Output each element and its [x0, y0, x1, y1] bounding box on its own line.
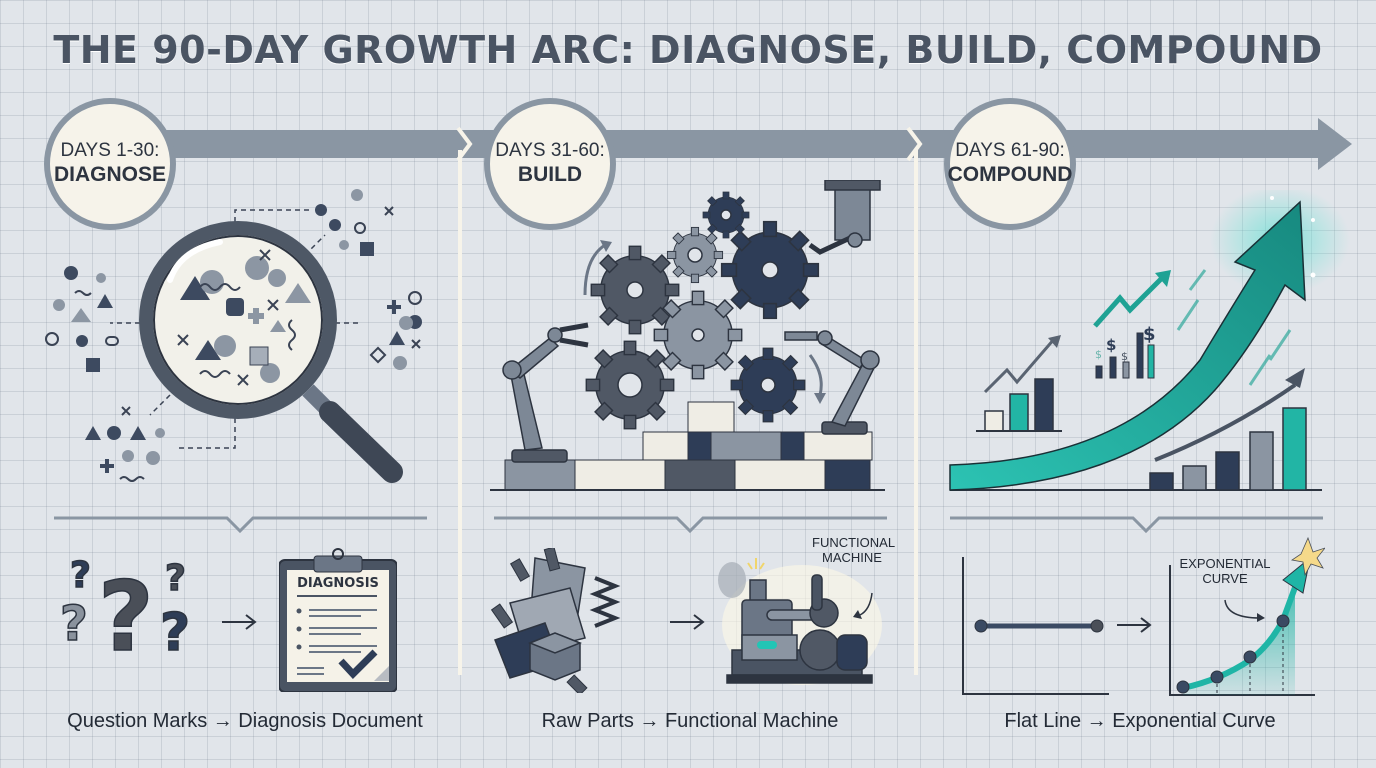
caption-build: Raw Parts → Functional Machine	[541, 710, 839, 732]
column-divider	[458, 150, 462, 675]
annotation-line: CURVE	[1202, 571, 1248, 586]
machine-annotation: FUNCTIONAL MACHINE	[812, 535, 896, 565]
question-marks-icon: ? ? ? ? ?	[60, 555, 191, 665]
phase-name: COMPOUND	[947, 163, 1073, 186]
section-separator	[950, 516, 1323, 534]
phase-badge-diagnose: DAYS 1-30: DIAGNOSE	[44, 98, 176, 230]
phase-name: DIAGNOSE	[53, 163, 166, 186]
gears-assembly-icon	[490, 180, 885, 491]
arrow-right-icon	[1117, 617, 1152, 633]
functional-machine-icon	[718, 558, 882, 685]
section-separator	[54, 516, 427, 534]
svg-text:?: ?	[60, 596, 88, 652]
svg-text:$: $	[1121, 350, 1128, 363]
arrow-right-icon	[222, 614, 257, 630]
raw-parts-icon	[490, 548, 621, 693]
magnifying-glass-icon	[45, 189, 422, 483]
phase-badge-compound: DAYS 61-90: COMPOUND	[944, 98, 1076, 230]
annotation-line: FUNCTIONAL	[812, 535, 896, 550]
svg-text:$: $	[1095, 348, 1102, 361]
flat-line-chart-icon	[962, 557, 1109, 695]
annotation-line: MACHINE	[822, 550, 882, 565]
phase-days: DAYS 61-90:	[955, 140, 1065, 161]
dollar-icon: $	[1106, 336, 1116, 354]
column-divider	[914, 150, 918, 675]
section-separator	[494, 516, 887, 534]
arrow-right-icon	[670, 614, 705, 630]
phase-name: BUILD	[517, 163, 583, 186]
phase-days: DAYS 1-30:	[60, 140, 160, 161]
annotation-line: EXPONENTIAL	[1179, 556, 1271, 571]
growth-arrow-icon: $ $ $ $	[949, 190, 1350, 491]
document-heading: DIAGNOSIS	[297, 576, 379, 591]
diagnosis-clipboard: DIAGNOSIS	[279, 548, 397, 692]
svg-text:?: ?	[98, 561, 154, 665]
svg-text:?: ?	[160, 603, 190, 663]
curve-annotation: EXPONENTIAL CURVE	[1175, 556, 1275, 586]
caption-diagnose: Question Marks → Diagnosis Document	[67, 710, 423, 732]
caption-compound: Flat Line → Exponential Curve	[1004, 710, 1276, 732]
exponential-curve-chart-icon	[1169, 536, 1325, 696]
page-title: THE 90-DAY GROWTH ARC: DIAGNOSE, BUILD, …	[53, 28, 1323, 72]
svg-text:$: $	[1143, 324, 1156, 345]
phase-days: DAYS 31-60:	[495, 140, 605, 161]
svg-text:?: ?	[165, 558, 186, 599]
phase-badge-build: DAYS 31-60: BUILD	[484, 98, 616, 230]
svg-text:?: ?	[70, 555, 91, 596]
